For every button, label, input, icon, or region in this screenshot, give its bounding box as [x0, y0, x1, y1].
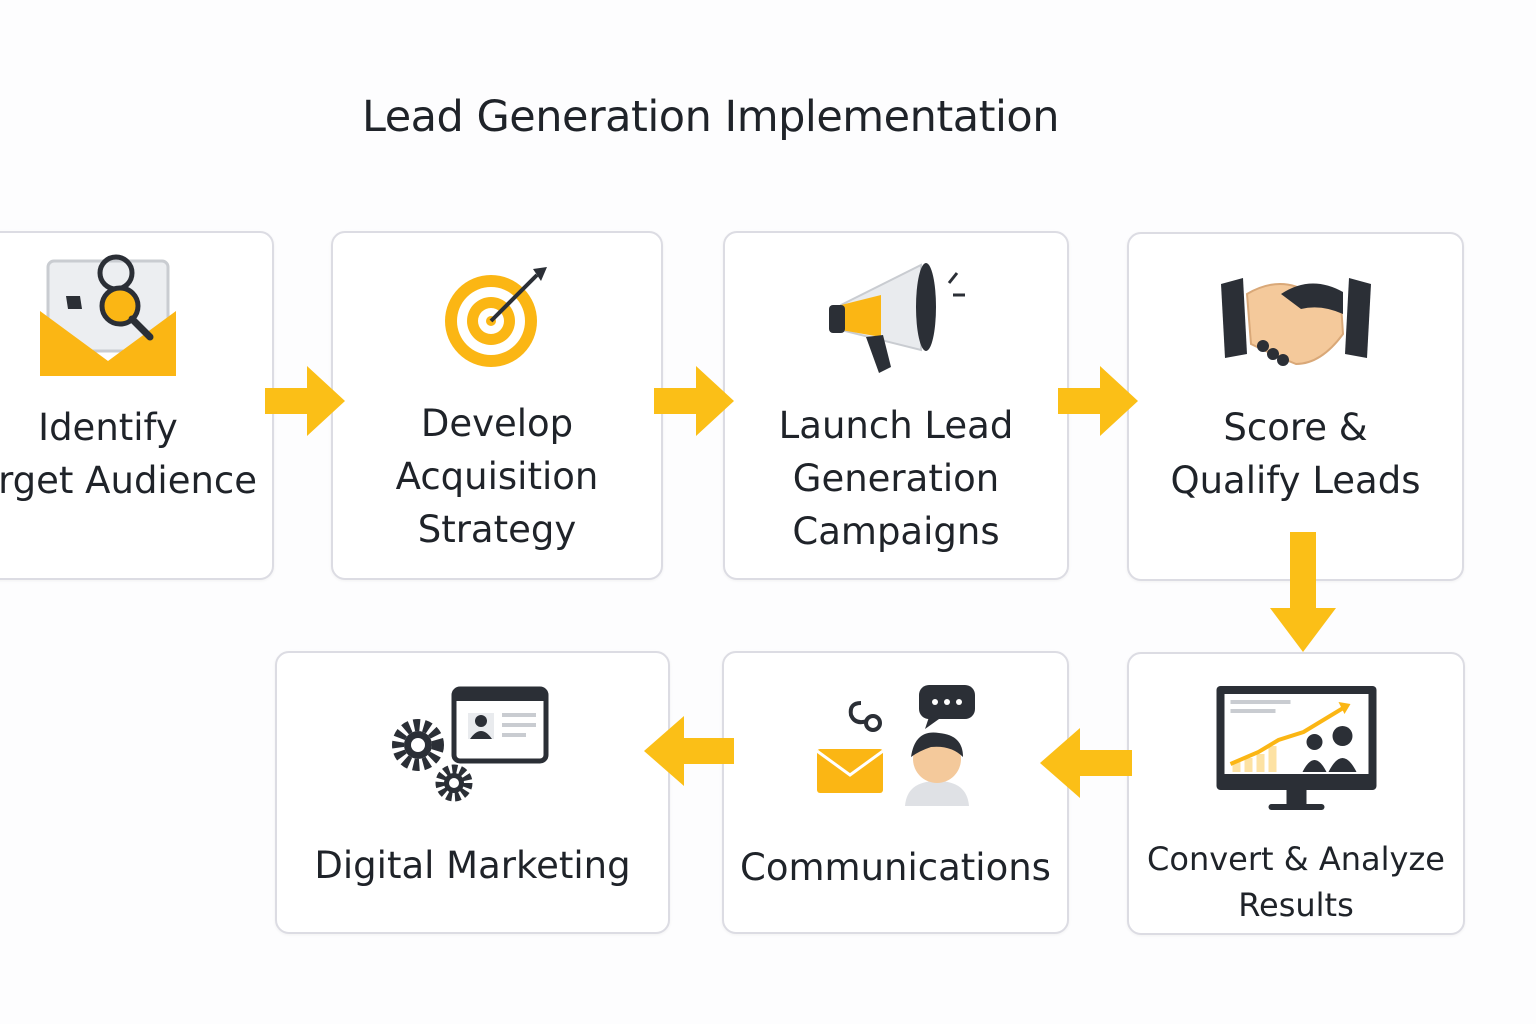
step-digital-marketing: Digital Marketing: [275, 651, 670, 934]
communications-icon: [815, 685, 975, 806]
arrow-right-icon: [1058, 366, 1138, 436]
step-identify-target-audience: Identify Target Audience: [0, 231, 274, 580]
step-label: Convert & Analyze Results: [1147, 840, 1445, 924]
megaphone-icon: [829, 263, 965, 373]
target-icon: [445, 267, 547, 367]
arrow-down-icon: [1270, 532, 1336, 652]
step-convert-analyze-results: Convert & Analyze Results: [1127, 652, 1465, 935]
gears-browser-icon: [391, 686, 548, 802]
step-launch-campaigns: Launch Lead Generation Campaigns: [723, 231, 1069, 580]
analytics-monitor-icon: [1216, 686, 1377, 810]
step-communications: Communications: [722, 651, 1069, 934]
arrow-right-icon: [265, 366, 345, 436]
arrow-right-icon: [654, 366, 734, 436]
step-label: Communications: [740, 846, 1051, 889]
step-label: Score & Qualify Leads: [1170, 406, 1421, 502]
step-score-qualify-leads: Score & Qualify Leads: [1127, 232, 1464, 581]
arrow-left-icon: [1040, 728, 1132, 798]
step-label: Digital Marketing: [314, 844, 631, 887]
step-label: Launch Lead Generation Campaigns: [778, 404, 1014, 553]
step-label: Develop Acquisition Strategy: [395, 402, 599, 551]
step-label: Identify Target Audience: [0, 406, 258, 502]
arrow-left-icon: [644, 716, 734, 786]
handshake-icon: [1220, 278, 1371, 366]
page-title: Lead Generation Implementation: [362, 92, 1059, 142]
step-develop-acquisition-strategy: Develop Acquisition Strategy: [331, 231, 663, 580]
envelope-search-icon: [40, 254, 176, 376]
